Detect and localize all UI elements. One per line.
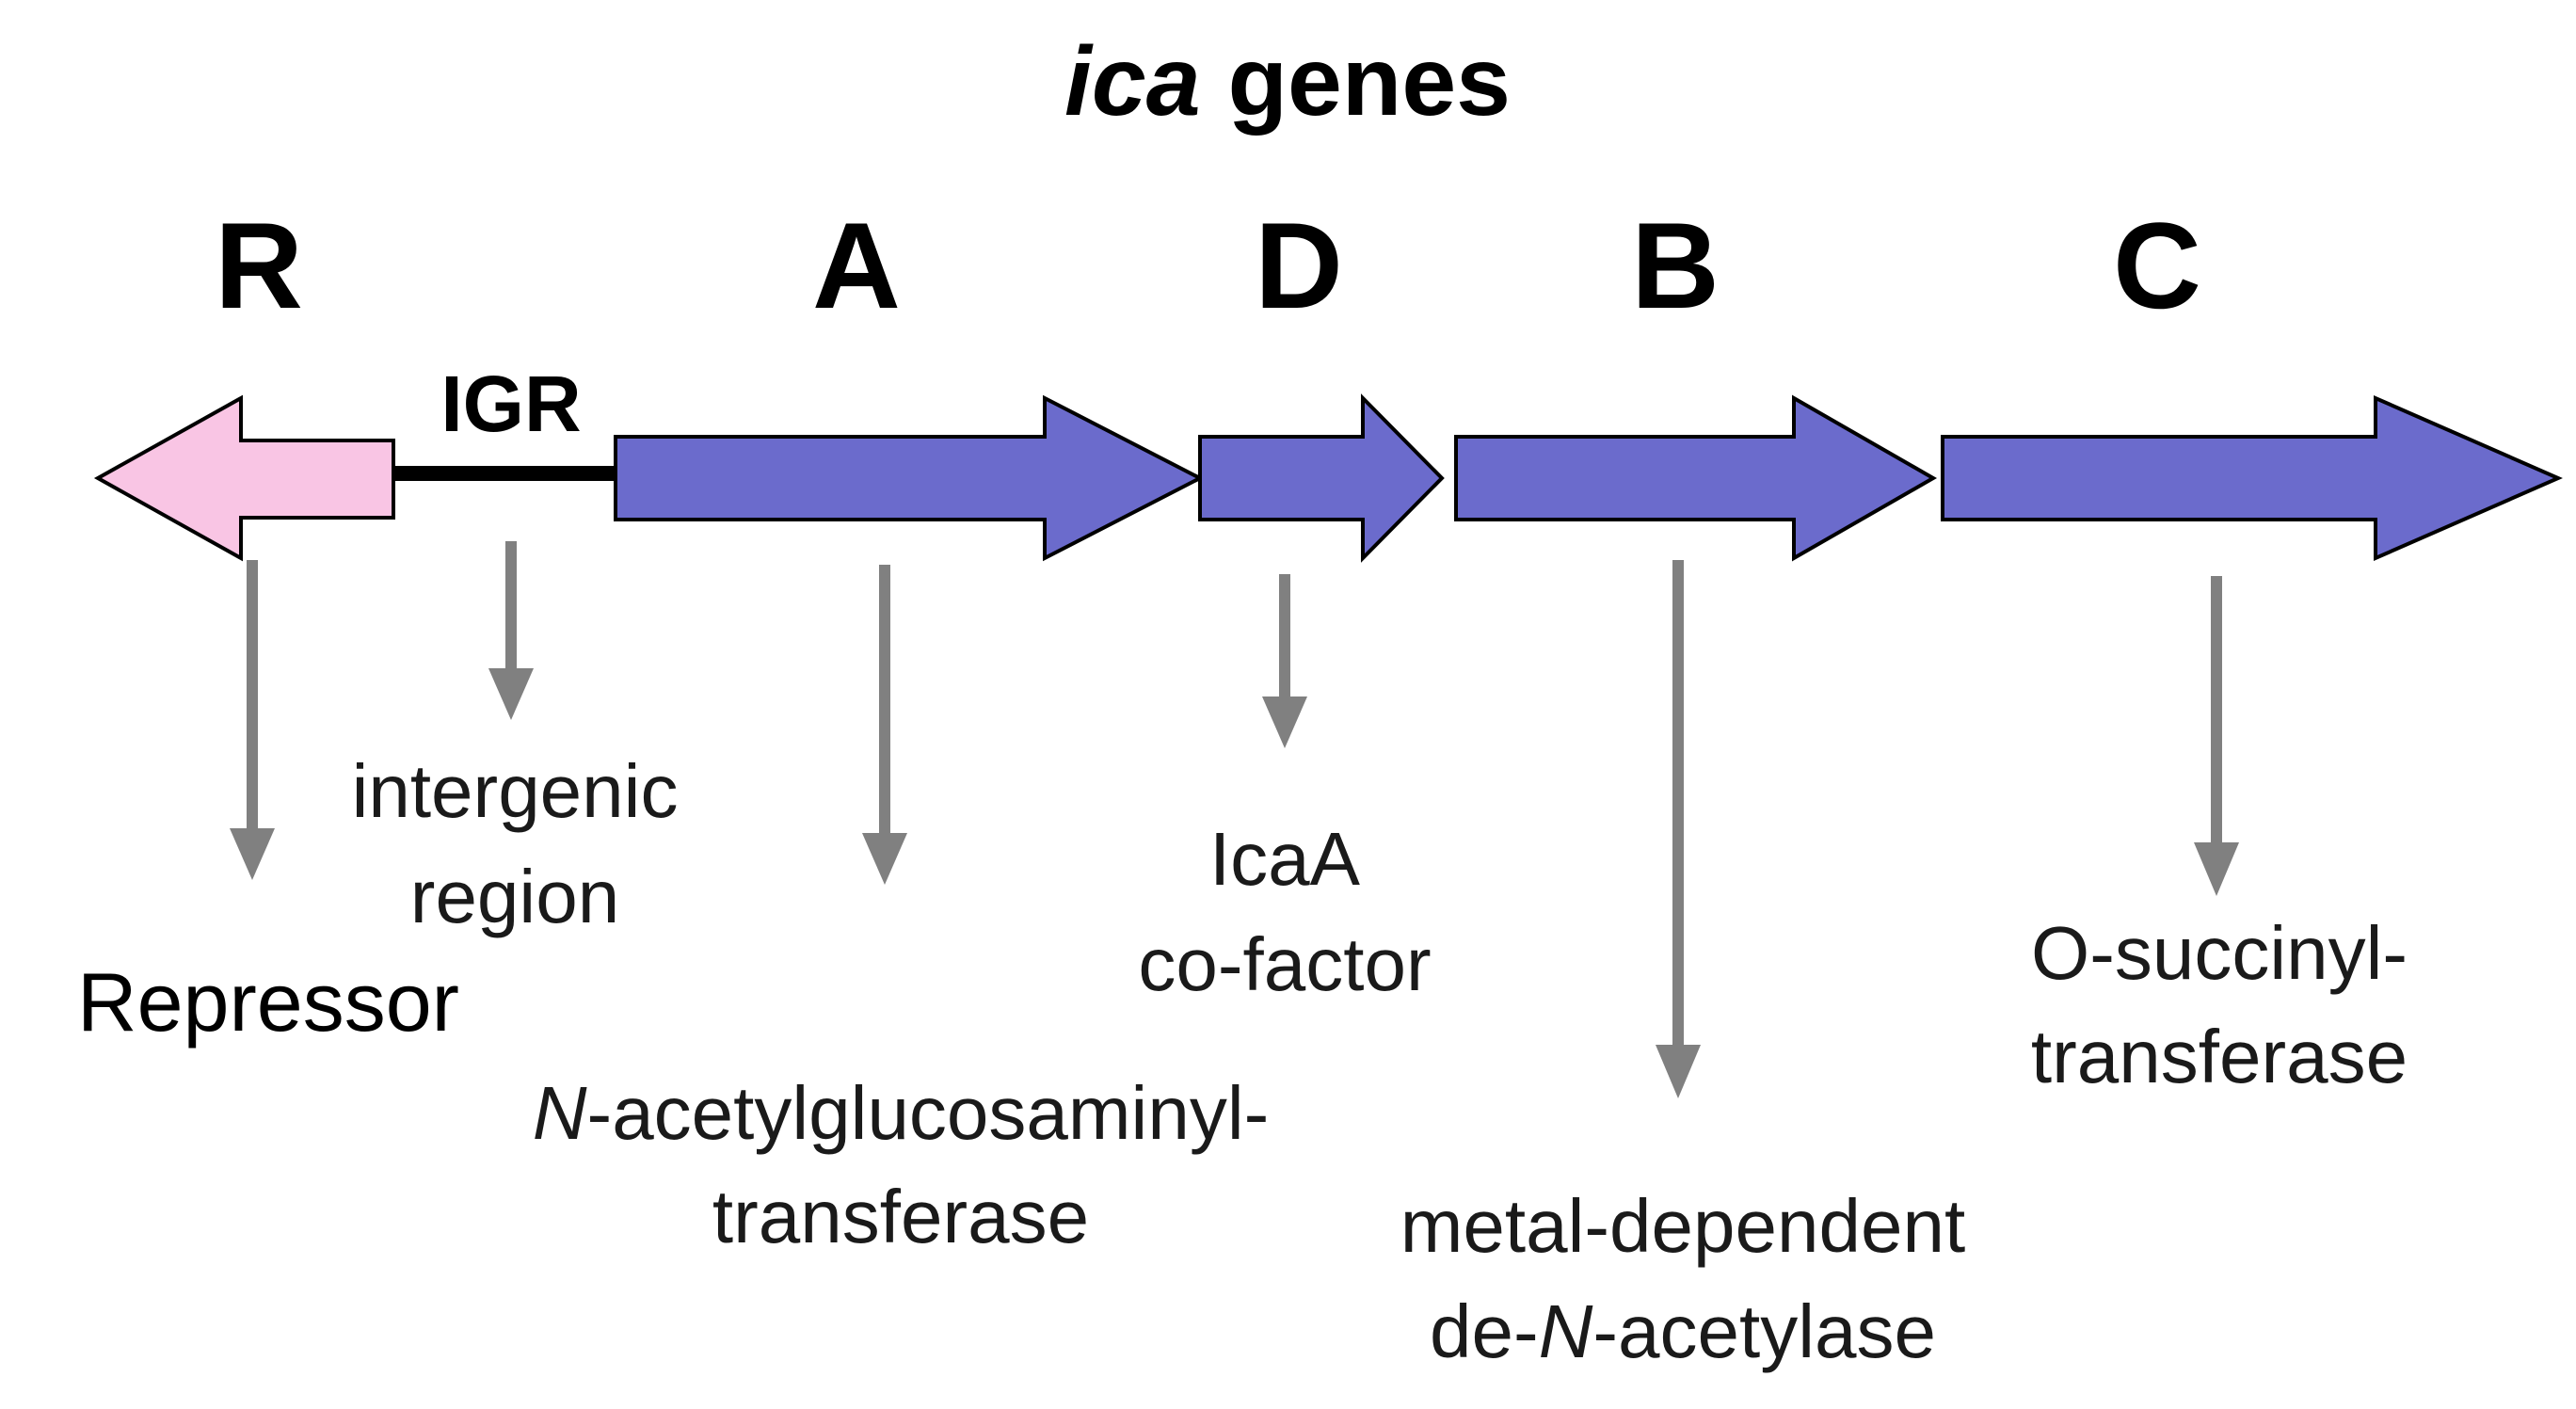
description-text: de- bbox=[1430, 1289, 1539, 1373]
description-line: co-factor bbox=[1138, 922, 1431, 1006]
description-text: -acetylglucosaminyl- bbox=[587, 1071, 1270, 1155]
description-text: intergenic bbox=[352, 749, 679, 833]
pointer-d bbox=[1262, 574, 1307, 748]
description-gene-d: IcaA co-factor bbox=[1138, 817, 1431, 1006]
description-line: N-acetylglucosaminyl- bbox=[533, 1071, 1269, 1155]
description-line: transferase bbox=[2031, 1015, 2408, 1098]
gene-letter-b: B bbox=[1631, 197, 1720, 334]
description-text: transferase bbox=[712, 1175, 1089, 1258]
gene-arrow-a bbox=[614, 394, 1205, 562]
description-gene-a: N-acetylglucosaminyl-transferase bbox=[533, 1071, 1269, 1258]
description-text: transferase bbox=[2031, 1015, 2408, 1098]
description-gene-b: metal-dependent de-N-acetylase bbox=[1400, 1184, 1965, 1373]
gene-letter-r: R bbox=[215, 197, 303, 334]
description-text: IcaA bbox=[1209, 817, 1361, 901]
description-line: de-N-acetylase bbox=[1430, 1289, 1936, 1373]
description-text: -acetylase bbox=[1592, 1289, 1936, 1373]
title-rest: genes bbox=[1201, 27, 1511, 136]
gene-arrow-d bbox=[1198, 393, 1445, 563]
description-text: N bbox=[533, 1071, 587, 1155]
gene-letter-a: A bbox=[812, 197, 901, 334]
description-line: region bbox=[410, 855, 619, 938]
pointer-b bbox=[1656, 560, 1701, 1098]
pointer-a bbox=[862, 565, 907, 885]
description-line: O-succinyl- bbox=[2031, 911, 2408, 995]
description-line: intergenic bbox=[352, 749, 679, 833]
description-text: O-succinyl- bbox=[2031, 911, 2408, 995]
gene-letter-d: D bbox=[1255, 197, 1343, 334]
description-text: Repressor bbox=[77, 955, 459, 1049]
description-text: N bbox=[1539, 1289, 1593, 1373]
pointer-c bbox=[2194, 576, 2239, 896]
description-text: region bbox=[410, 855, 619, 938]
title-italic: ica bbox=[1064, 27, 1201, 136]
igr-label: IGR bbox=[440, 360, 581, 448]
description-line: IcaA bbox=[1209, 817, 1361, 901]
gene-letter-c: C bbox=[2113, 197, 2201, 334]
gene-arrow-r bbox=[93, 394, 395, 562]
pointer-igr bbox=[488, 541, 534, 720]
description-text: co-factor bbox=[1138, 922, 1431, 1006]
pointer-r bbox=[230, 560, 275, 880]
igr-line bbox=[393, 466, 616, 481]
description-intergenic-region: intergenic region bbox=[352, 749, 679, 938]
gene-arrow-c bbox=[1941, 394, 2563, 562]
description-line: transferase bbox=[712, 1175, 1089, 1258]
description-gene-c: O-succinyl-transferase bbox=[2031, 911, 2408, 1098]
description-text: metal-dependent bbox=[1400, 1184, 1965, 1268]
description-repressor: Repressor bbox=[77, 955, 459, 1049]
description-line: Repressor bbox=[77, 955, 459, 1049]
diagram-title: ica genes bbox=[1064, 27, 1511, 136]
gene-arrow-b bbox=[1454, 394, 1938, 562]
description-line: metal-dependent bbox=[1400, 1184, 1965, 1268]
